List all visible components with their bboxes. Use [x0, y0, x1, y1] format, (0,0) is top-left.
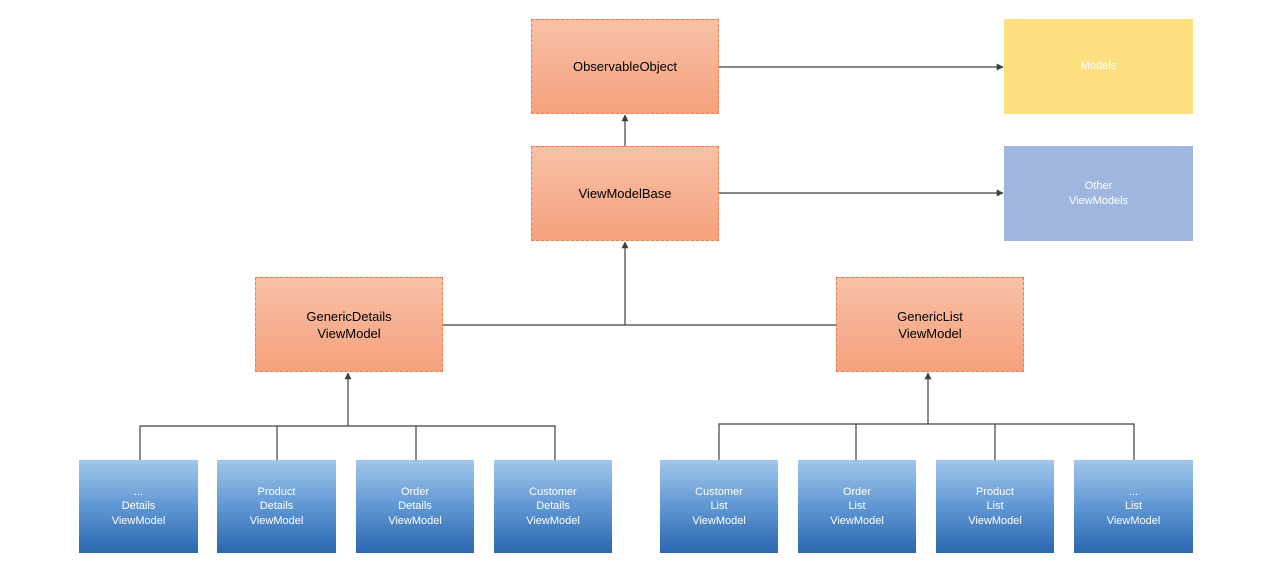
node-label-line: ViewModelBase — [578, 186, 672, 201]
observable-object-node: ObservableObject — [531, 19, 719, 114]
connector-list-bracket — [718, 423, 1135, 460]
node-label-line: ViewModel — [692, 514, 746, 527]
node-label-line: Customer — [529, 485, 577, 498]
node-label-line: ViewModel — [388, 514, 442, 527]
node-label-line: ViewModel — [317, 325, 381, 341]
node-label-line: ViewModel — [968, 514, 1022, 527]
node-label-line: ViewModel — [898, 325, 962, 341]
node-label-line: Order — [400, 485, 430, 498]
node-label-line: ViewModel — [1106, 514, 1161, 527]
node-label-line: ObservableObject — [572, 59, 678, 74]
node-label-line: ... — [1128, 485, 1139, 498]
node-label-line: Models — [1080, 60, 1117, 72]
node-label-line: Details — [398, 500, 432, 513]
models-node: Models — [1004, 19, 1193, 114]
node-label-line: List — [710, 500, 728, 513]
node-label-line: GenericDetails — [306, 308, 392, 324]
node-label-line: Product — [976, 485, 1014, 498]
node-label-line: Details — [121, 500, 156, 513]
node-label-line: List — [986, 500, 1004, 513]
node-label-line: List — [1124, 500, 1143, 513]
view-model-base-node: ViewModelBase — [531, 146, 719, 241]
node-label-line: ViewModel — [830, 514, 884, 527]
node-label-line: ViewModel — [249, 514, 304, 527]
node-label-line: ... — [133, 485, 144, 498]
node-label-line: Product — [257, 485, 296, 498]
node-label-line: List — [848, 500, 866, 513]
node-label-line: Order — [842, 485, 872, 498]
node-label-line: Details — [536, 500, 570, 513]
node-label-line: ViewModel — [111, 514, 166, 527]
node-label-line: Other — [1084, 179, 1113, 192]
node-label-line: ViewModel — [526, 514, 580, 527]
node-label-line: Customer — [695, 485, 743, 498]
node-label-line: GenericList — [897, 308, 963, 324]
node-label-line: Details — [259, 500, 294, 513]
connector-details-bracket — [139, 425, 556, 460]
node-label-line: ViewModels — [1068, 194, 1129, 207]
